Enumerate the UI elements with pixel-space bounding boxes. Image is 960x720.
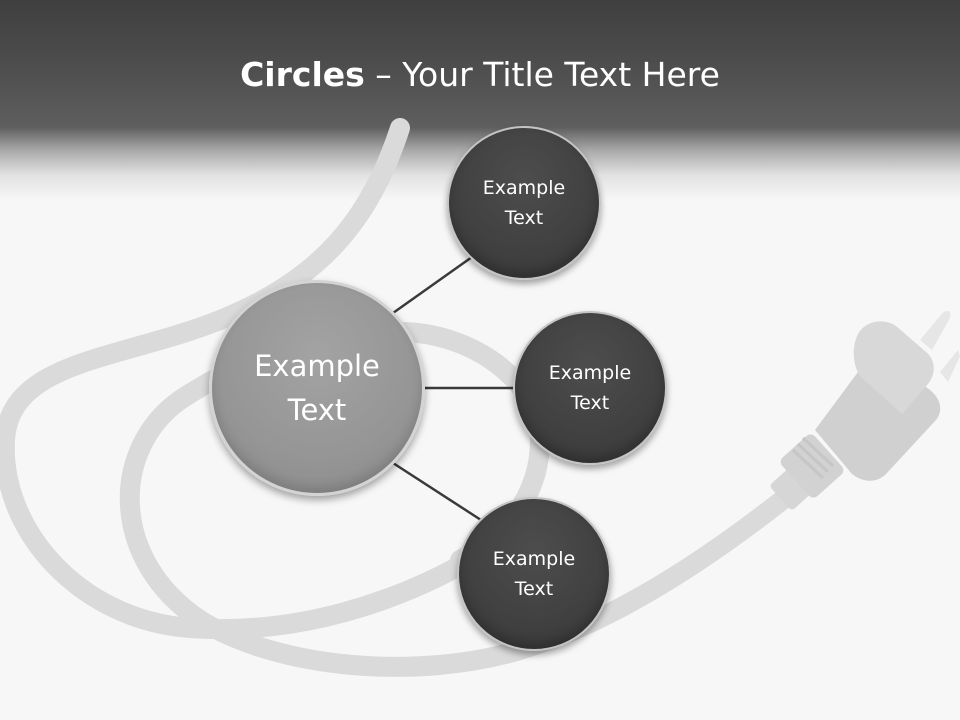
satellite-circle-3-label: Example Text	[492, 548, 576, 600]
satellite-circle-1: Example Text	[447, 126, 601, 280]
satellite-circle-3: Example Text	[457, 497, 611, 651]
plug-icon	[770, 310, 960, 510]
center-circle-label: Example Text	[254, 349, 380, 427]
satellite-circle-2-label: Example Text	[548, 362, 632, 414]
title-bold: Circles	[240, 55, 365, 94]
slide-title: Circles – Your Title Text Here	[0, 52, 960, 98]
satellite-circle-2: Example Text	[513, 311, 667, 465]
center-circle: Example Text	[209, 280, 425, 496]
connector-line-3	[392, 461, 482, 522]
title-rest: – Your Title Text Here	[364, 55, 720, 94]
satellite-circle-1-label: Example Text	[482, 177, 566, 229]
connector-line-1	[392, 255, 473, 315]
